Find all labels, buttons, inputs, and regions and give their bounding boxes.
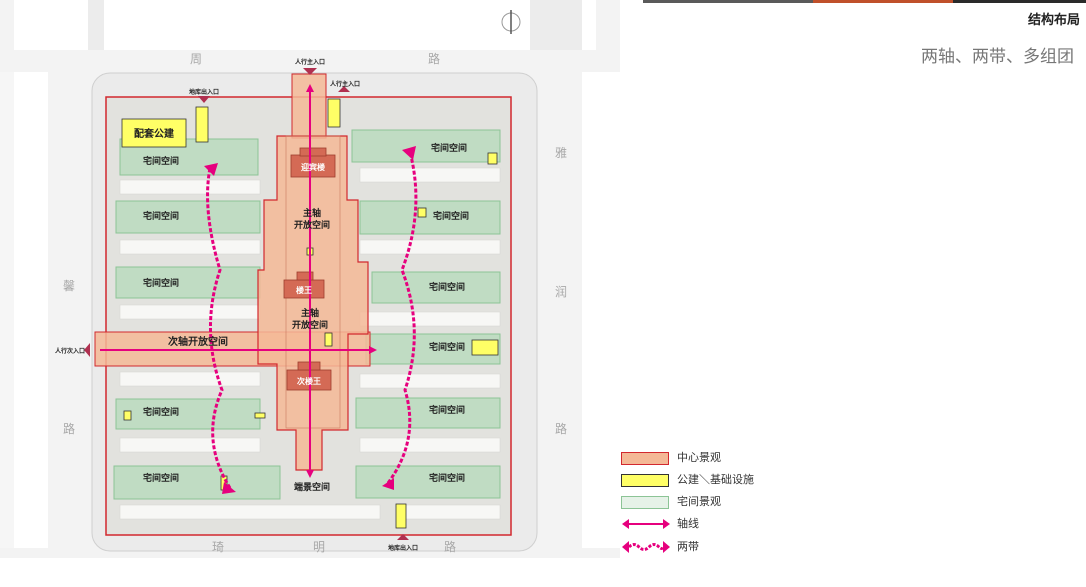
rw2: 路	[63, 421, 75, 436]
rs3: 路	[444, 539, 456, 554]
courtyard-label: 宅间空间	[143, 210, 179, 222]
rs1: 琦	[212, 540, 224, 554]
courtyard-areas	[113, 129, 501, 500]
plan-labels: 配套公建 主轴开放空间 主轴开放空间 次轴开放空间 端景空间 迎宾楼 楼王 次楼…	[55, 58, 418, 552]
lbl-subking: 次楼王	[297, 376, 321, 386]
courtyard-label: 宅间空间	[429, 281, 465, 293]
courtyard-label: 宅间空间	[143, 277, 179, 289]
legend-label: 中心景观	[677, 451, 721, 464]
belt-arrow-icons	[204, 146, 416, 494]
courtyard-label: 宅间空间	[429, 341, 465, 353]
lbl-public: 配套公建	[134, 127, 175, 140]
lbl-veh1: 地库出入口	[189, 88, 219, 96]
header-bar-orange	[813, 0, 953, 3]
entrance-markers	[84, 68, 409, 540]
re3: 路	[555, 421, 567, 436]
legend-label: 轴线	[677, 517, 699, 530]
courtyard-label: 宅间空间	[143, 155, 179, 167]
legend-label: 宅间景观	[677, 495, 721, 508]
site-plan: 周 路 琦 明 路 馨 路 雅 润 路	[0, 0, 620, 587]
courtyard-label: 宅间空间	[433, 210, 469, 222]
courtyard-label: 宅间空间	[143, 472, 179, 484]
lbl-axis2: 主轴开放空间	[292, 307, 328, 331]
road-north-block	[14, 0, 596, 50]
landmark-buildings	[283, 147, 336, 391]
lbl-axis1: 主轴开放空间	[294, 207, 330, 231]
header-bar-gray	[643, 0, 813, 3]
rn1: 周	[190, 52, 202, 66]
lbl-club: 迎宾楼	[301, 162, 325, 172]
re2: 润	[555, 285, 567, 299]
courtyard-label: 宅间空间	[429, 472, 465, 484]
lbl-sec: 次轴开放空间	[168, 335, 228, 348]
lbl-ped2: 人行主入口	[330, 80, 360, 88]
rs2: 明	[313, 540, 325, 554]
lbl-veh2: 地库出入口	[388, 544, 418, 552]
rn2: 路	[428, 51, 440, 66]
lbl-king: 楼王	[296, 285, 312, 295]
page-title: 结构布局	[1027, 13, 1080, 28]
courtyard-label: 宅间空间	[143, 406, 179, 418]
page-subtitle: 两轴、两带、多组团	[921, 47, 1074, 67]
double-arrow-icon	[622, 519, 670, 529]
belt-lines	[206, 151, 418, 489]
lbl-end: 端景空间	[294, 481, 330, 493]
lbl-ped: 人行主入口	[295, 58, 325, 66]
courtyard-label: 宅间空间	[431, 142, 467, 154]
re1: 雅	[555, 145, 567, 160]
rw1: 馨	[63, 278, 75, 293]
main-axis-lines	[100, 84, 377, 478]
north-arrow-icon	[501, 10, 521, 34]
legend-label: 两带	[677, 540, 699, 553]
courtyard-labels: 宅间空间 宅间空间 宅间空间 宅间空间 宅间空间 宅间空间 宅间空间 宅间空间 …	[143, 142, 469, 484]
legend-label: 公建＼基础设施	[677, 473, 754, 486]
wavy-double-arrow-icon	[622, 541, 670, 553]
header-bar-dark	[953, 0, 1086, 3]
lbl-pedw: 人行次入口	[55, 347, 85, 355]
courtyard-label: 宅间空间	[429, 404, 465, 416]
